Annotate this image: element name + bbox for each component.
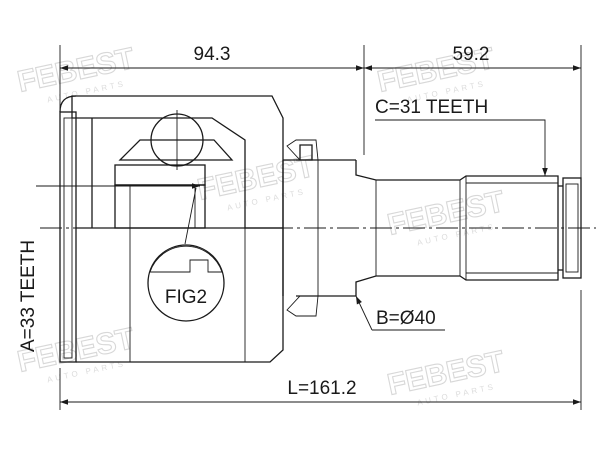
dim-label-shaft: 59.2 xyxy=(453,44,490,65)
label-outer-teeth: C=31 TEETH xyxy=(375,97,488,118)
callout-outer-teeth: C=31 TEETH xyxy=(375,97,548,176)
label-fig2: FIG2 xyxy=(165,287,207,308)
dim-label-housing: 94.3 xyxy=(194,44,231,65)
dimension-top: 94.3 59.2 xyxy=(59,44,582,178)
joint-housing xyxy=(59,95,284,363)
watermark-logo: FEBEST AUTO PARTS xyxy=(384,344,508,407)
output-shaft xyxy=(355,160,582,296)
dimension-bottom: L=161.2 xyxy=(59,290,582,410)
label-inner-teeth: A=33 TEETH xyxy=(18,240,39,352)
watermark-logo: FEBEST AUTO PARTS xyxy=(14,41,138,104)
seal-boot xyxy=(282,139,356,317)
watermark-logo: FEBEST AUTO PARTS xyxy=(384,184,508,247)
label-seal-diameter: B=Ø40 xyxy=(376,308,436,329)
callout-inner-teeth: A=33 TEETH xyxy=(18,183,200,352)
detail-fig2: FIG2 xyxy=(147,187,225,322)
callout-seal-diameter: B=Ø40 xyxy=(355,295,445,331)
dim-label-total: L=161.2 xyxy=(287,378,356,399)
